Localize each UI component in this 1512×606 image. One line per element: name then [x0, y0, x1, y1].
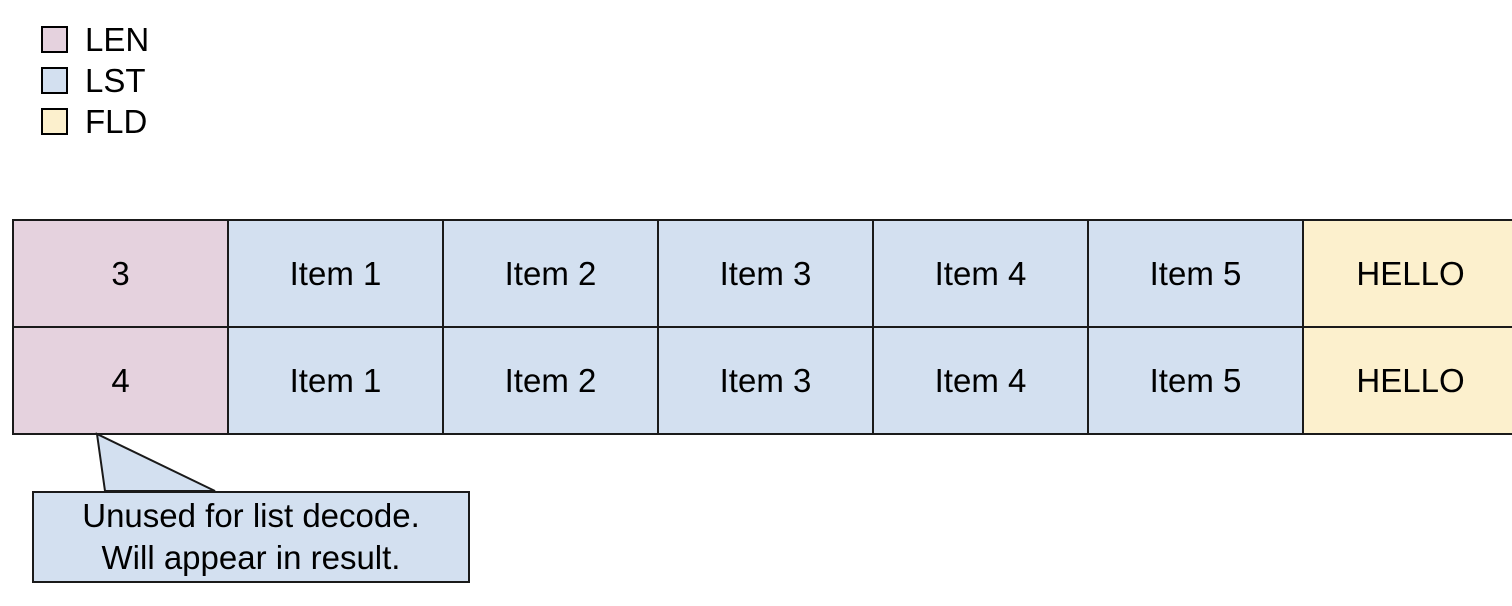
cell-lst3-row2: Item 3 [657, 326, 874, 435]
legend-swatch-icon-len [41, 26, 68, 53]
cell-fld-row1: HELLO [1302, 219, 1512, 328]
legend-swatch-icon-lst [41, 67, 68, 94]
legend-label-lst: LST [85, 62, 146, 99]
table-row: 3 Item 1 Item 2 Item 3 Item 4 Item 5 HEL… [12, 219, 1512, 328]
cell-lst1-row1: Item 1 [227, 219, 444, 328]
callout-line-2: Will appear in result. [101, 539, 401, 576]
legend-item-fld: FLD [41, 101, 149, 142]
cell-lst4-row2: Item 4 [872, 326, 1089, 435]
cell-lst4-row1: Item 4 [872, 219, 1089, 328]
legend-item-len: LEN [41, 19, 149, 60]
legend-label-fld: FLD [85, 103, 148, 140]
cell-fld-row2: HELLO [1302, 326, 1512, 435]
cell-lst1-row2: Item 1 [227, 326, 444, 435]
legend-label-len: LEN [85, 21, 150, 58]
cell-len-row2: 4 [12, 326, 229, 435]
callout-box: Unused for list decode. Will appear in r… [32, 491, 470, 583]
legend-item-lst: LST [41, 60, 149, 101]
callout-tail-icon [95, 432, 216, 492]
record-layout-table: 3 Item 1 Item 2 Item 3 Item 4 Item 5 HEL… [12, 219, 1512, 435]
cell-lst5-row2: Item 5 [1087, 326, 1304, 435]
table-row: 4 Item 1 Item 2 Item 3 Item 4 Item 5 HEL… [12, 326, 1512, 435]
legend-swatch-icon-fld [41, 108, 68, 135]
legend: LEN LST FLD [41, 19, 149, 142]
callout-line-1: Unused for list decode. [82, 497, 420, 534]
cell-lst5-row1: Item 5 [1087, 219, 1304, 328]
cell-len-row1: 3 [12, 219, 229, 328]
cell-lst3-row1: Item 3 [657, 219, 874, 328]
cell-lst2-row1: Item 2 [442, 219, 659, 328]
cell-lst2-row2: Item 2 [442, 326, 659, 435]
